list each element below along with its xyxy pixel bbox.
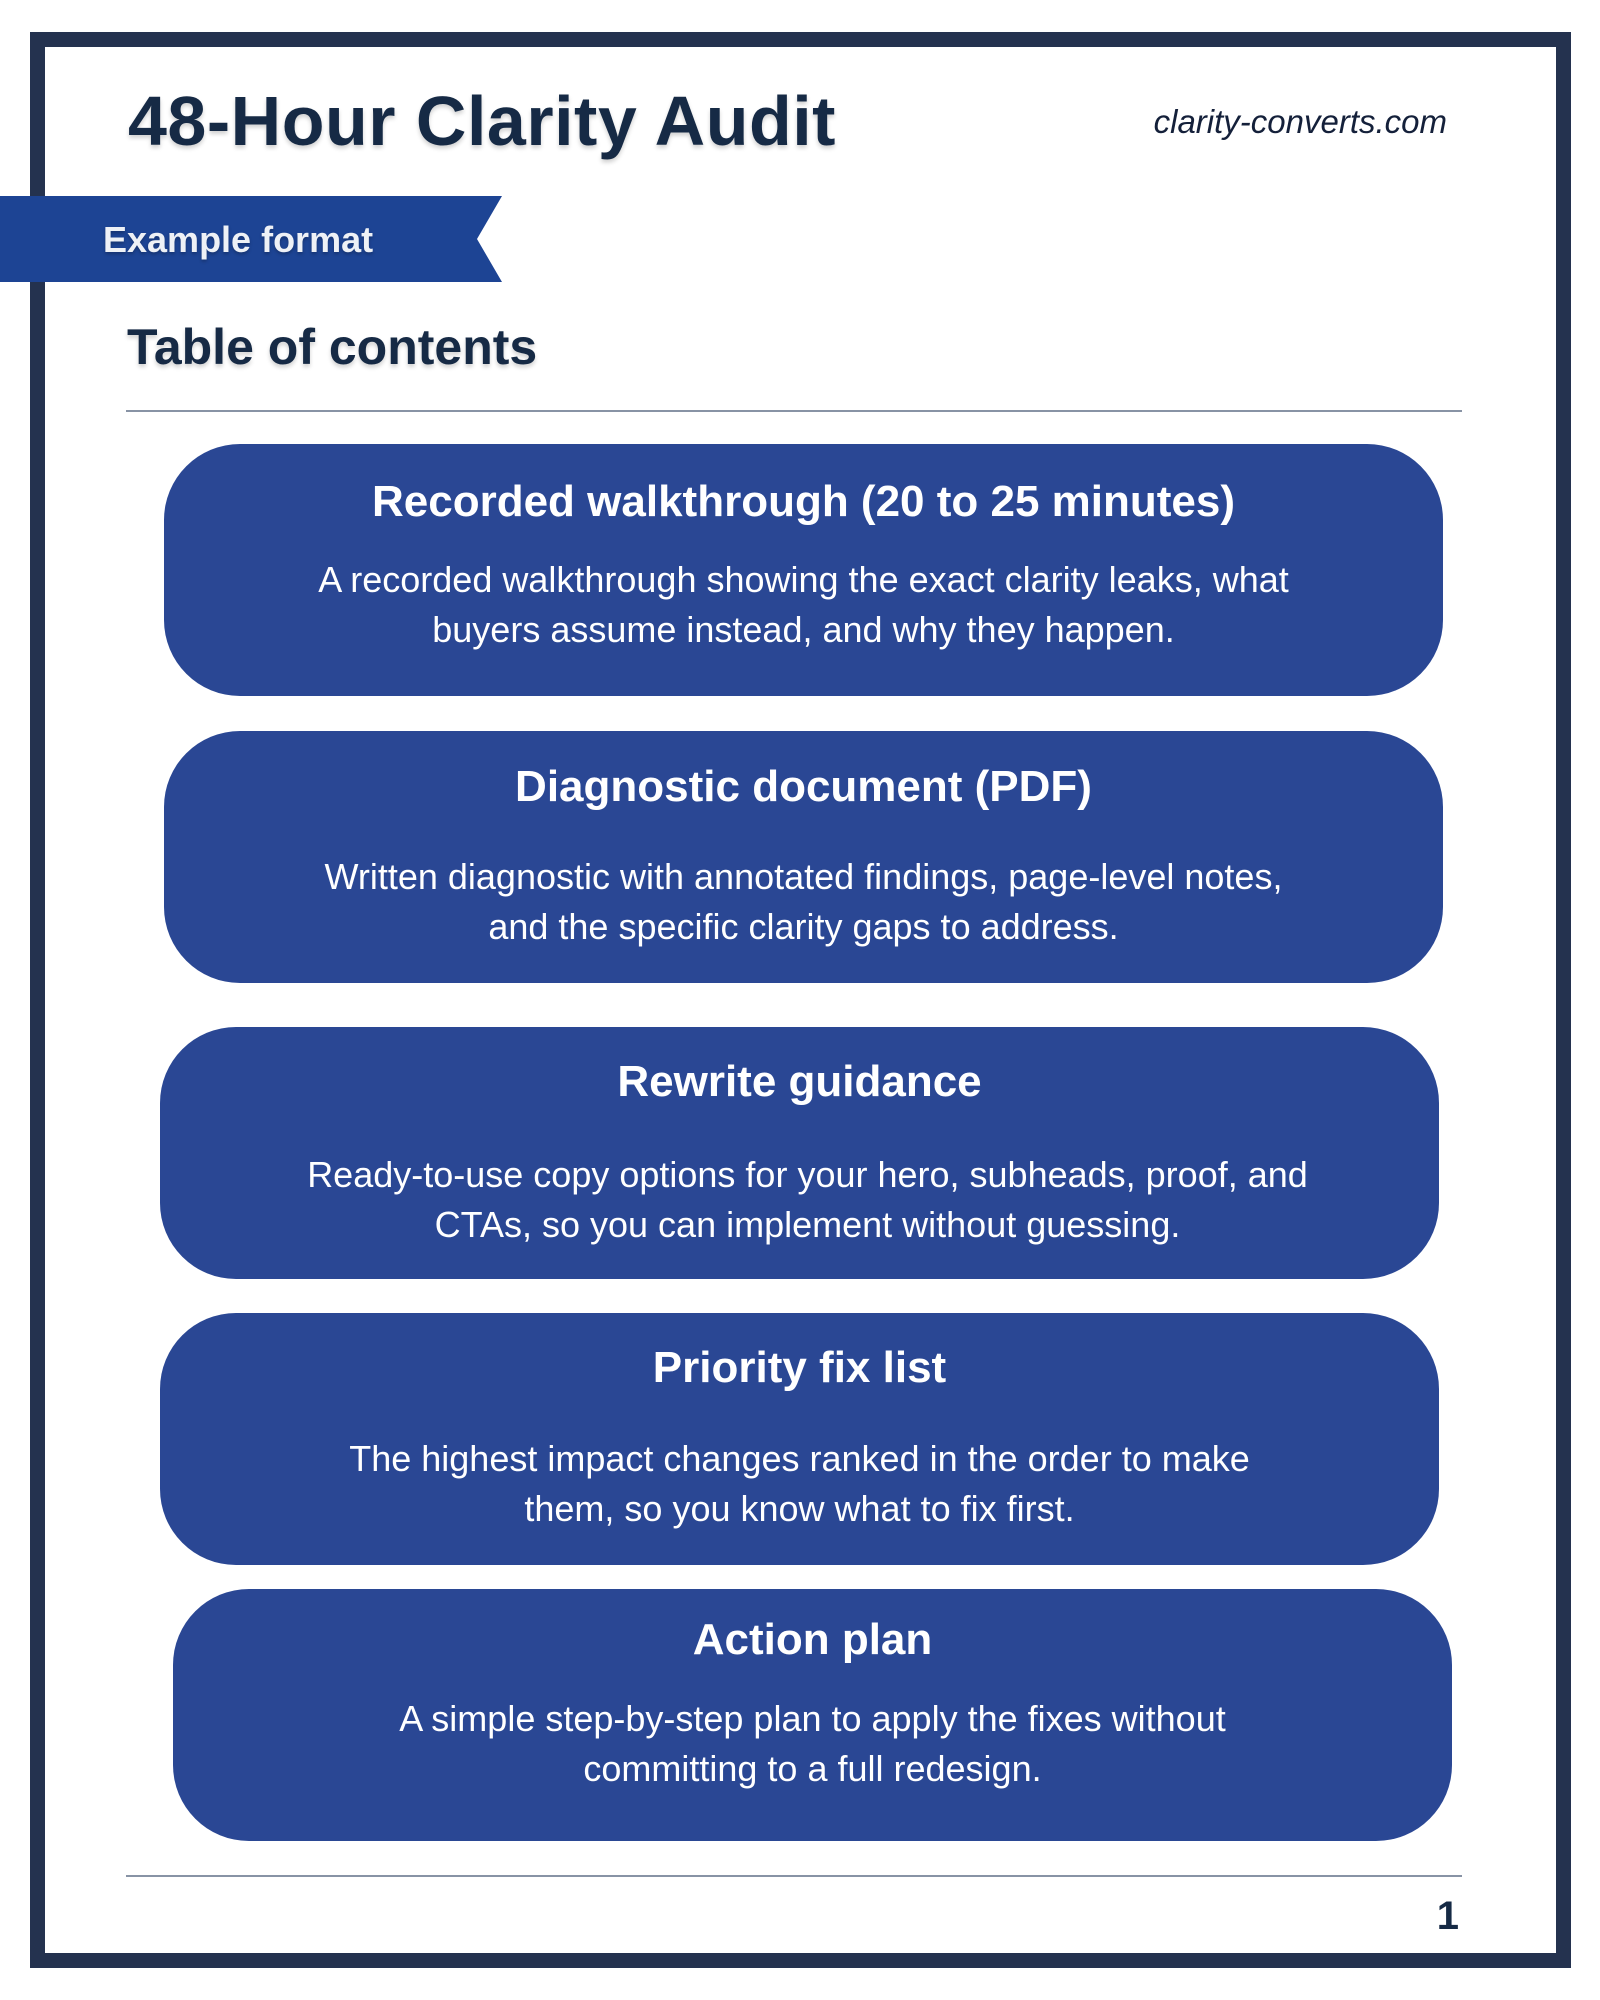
toc-item-description: The highest impact changes ranked in the…: [160, 1434, 1439, 1534]
description-line: and the specific clarity gaps to address…: [488, 906, 1119, 947]
description-line: committing to a full redesign.: [583, 1748, 1042, 1789]
page-number: 1: [1436, 1894, 1459, 1938]
toc-item-rewrite-guidance: Rewrite guidance Ready-to-use copy optio…: [160, 1027, 1439, 1279]
toc-item-diagnostic-document: Diagnostic document (PDF) Written diagno…: [164, 731, 1443, 983]
toc-item-description: Written diagnostic with annotated findin…: [164, 852, 1443, 952]
description-line: buyers assume instead, and why they happ…: [432, 609, 1175, 650]
top-divider: [126, 410, 1462, 412]
toc-item-recorded-walkthrough: Recorded walkthrough (20 to 25 minutes) …: [164, 444, 1443, 696]
toc-item-action-plan: Action plan A simple step-by-step plan t…: [173, 1589, 1452, 1841]
description-line: A simple step-by-step plan to apply the …: [399, 1698, 1226, 1739]
description-line: The highest impact changes ranked in the…: [349, 1438, 1250, 1479]
ribbon-label: Example format: [103, 219, 374, 260]
description-line: A recorded walkthrough showing the exact…: [318, 559, 1289, 600]
website-url: clarity-converts.com: [1153, 103, 1447, 140]
page-frame: [30, 32, 1571, 1968]
description-line: them, so you know what to fix first.: [524, 1488, 1075, 1529]
toc-item-title: Priority fix list: [652, 1343, 947, 1392]
toc-item-description: Ready-to-use copy options for your hero,…: [160, 1150, 1439, 1250]
document-title: 48-Hour Clarity Audit: [128, 82, 836, 160]
description-line: Written diagnostic with annotated findin…: [324, 856, 1283, 897]
toc-item-description: A simple step-by-step plan to apply the …: [173, 1694, 1452, 1794]
description-line: Ready-to-use copy options for your hero,…: [307, 1154, 1308, 1195]
example-format-ribbon: [0, 196, 502, 282]
toc-item-title: Rewrite guidance: [617, 1057, 982, 1106]
toc-item-title: Action plan: [692, 1615, 933, 1664]
toc-item-priority-fix-list: Priority fix list The highest impact cha…: [160, 1313, 1439, 1565]
toc-item-description: A recorded walkthrough showing the exact…: [164, 555, 1443, 655]
bottom-divider: [126, 1875, 1462, 1877]
toc-item-title: Diagnostic document (PDF): [515, 762, 1092, 811]
description-line: CTAs, so you can implement without guess…: [434, 1204, 1181, 1245]
toc-item-title: Recorded walkthrough (20 to 25 minutes): [371, 477, 1236, 526]
toc-heading: Table of contents: [127, 319, 538, 375]
